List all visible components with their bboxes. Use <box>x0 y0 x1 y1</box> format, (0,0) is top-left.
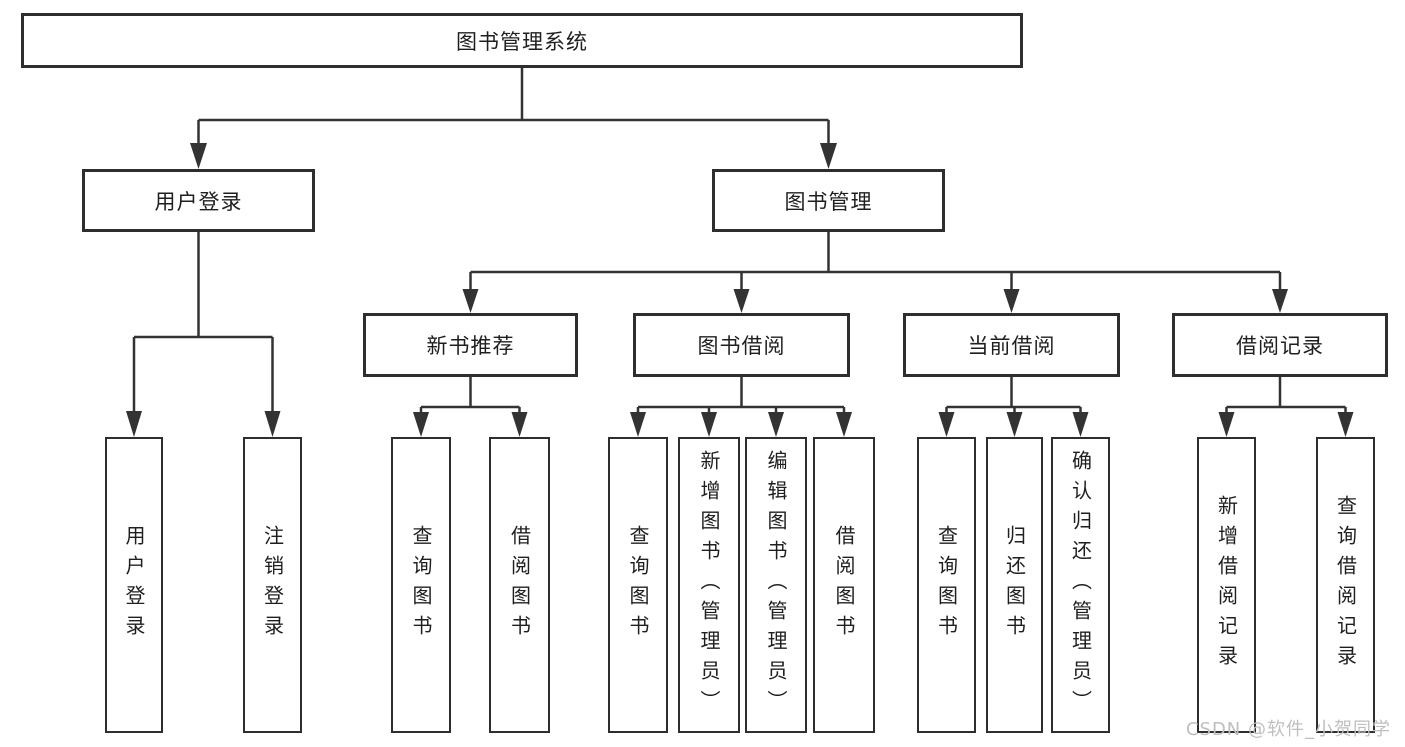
leaf-edit-book-admin: 编辑图书（管理员） <box>745 437 807 733</box>
node-root-label: 图书管理系统 <box>456 29 588 54</box>
node-label: 图书管理 <box>784 189 873 214</box>
leaf-query-books-1: 查询图书 <box>391 437 451 733</box>
node-label: 用户登录 <box>154 189 243 214</box>
leaf-label: 查询借阅记录 <box>1333 495 1358 675</box>
leaf-label: 查询图书 <box>934 525 959 645</box>
node-borrow-records: 借阅记录 <box>1172 313 1388 377</box>
node-new-book-recommend: 新书推荐 <box>363 313 578 377</box>
node-label: 新书推荐 <box>426 334 515 358</box>
connector-borrow-split <box>636 377 846 412</box>
connector-userlogin-split <box>132 232 274 411</box>
leaf-label: 借阅图书 <box>832 525 856 645</box>
leaf-label: 编辑图书（管理员） <box>764 450 788 720</box>
leaf-label: 确认归还（管理员） <box>1068 450 1093 720</box>
node-label: 图书借阅 <box>697 334 786 358</box>
leaf-borrow-books-2: 借阅图书 <box>813 437 875 733</box>
leaf-label: 归还图书 <box>1002 525 1027 645</box>
connector-newbook-split <box>419 377 521 412</box>
node-current-borrow: 当前借阅 <box>903 313 1120 377</box>
node-user-login: 用户登录 <box>82 169 315 232</box>
connector-records-split <box>1225 377 1347 412</box>
leaf-query-borrow-record: 查询借阅记录 <box>1316 437 1375 733</box>
leaf-label: 查询图书 <box>409 525 433 645</box>
node-book-borrow: 图书借阅 <box>633 313 850 377</box>
leaf-return-book: 归还图书 <box>986 437 1043 733</box>
arrowheads <box>126 143 1354 437</box>
leaf-label: 查询图书 <box>626 525 650 645</box>
leaf-label: 新增图书（管理员） <box>697 450 721 720</box>
leaf-label: 借阅图书 <box>507 525 532 645</box>
leaf-label: 注销登录 <box>260 525 285 645</box>
leaf-logout: 注销登录 <box>243 437 302 733</box>
csdn-watermark: CSDN @软件_小贺同学 <box>1185 719 1391 740</box>
leaf-confirm-return-admin: 确认归还（管理员） <box>1051 437 1110 733</box>
leaf-add-borrow-record: 新增借阅记录 <box>1197 437 1256 733</box>
leaf-label: 用户登录 <box>122 525 146 645</box>
leaf-query-books-2: 查询图书 <box>608 437 668 733</box>
leaf-add-book-admin: 新增图书（管理员） <box>678 437 740 733</box>
leaf-label: 新增借阅记录 <box>1214 495 1239 675</box>
leaf-borrow-books-1: 借阅图书 <box>489 437 550 733</box>
node-root: 图书管理系统 <box>21 13 1023 68</box>
node-book-management: 图书管理 <box>712 169 945 232</box>
connector-bookmgmt-split <box>469 232 1282 289</box>
leaf-user-login: 用户登录 <box>105 437 163 733</box>
node-label: 借阅记录 <box>1236 334 1324 358</box>
node-label: 当前借阅 <box>967 334 1056 358</box>
connector-root-split <box>197 68 830 143</box>
connector-current-split <box>945 377 1082 412</box>
leaf-query-books-3: 查询图书 <box>917 437 976 733</box>
